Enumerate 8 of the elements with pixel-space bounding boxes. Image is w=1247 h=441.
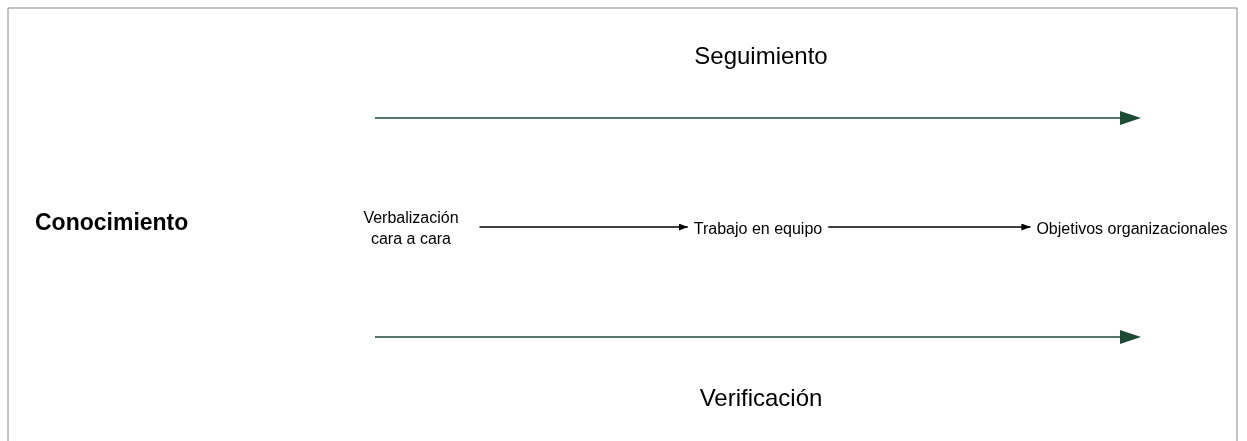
step-text: Objetivos organizacionales [1036, 218, 1228, 239]
step-text: Verbalización cara a cara [362, 208, 460, 249]
side-heading: Conocimiento [35, 209, 189, 236]
heading: Verificación [699, 384, 823, 412]
step-text: Trabajo en equipo [693, 218, 823, 239]
heading: Seguimiento [694, 42, 828, 70]
arrow [478, 223, 689, 231]
arrow [827, 223, 1032, 231]
